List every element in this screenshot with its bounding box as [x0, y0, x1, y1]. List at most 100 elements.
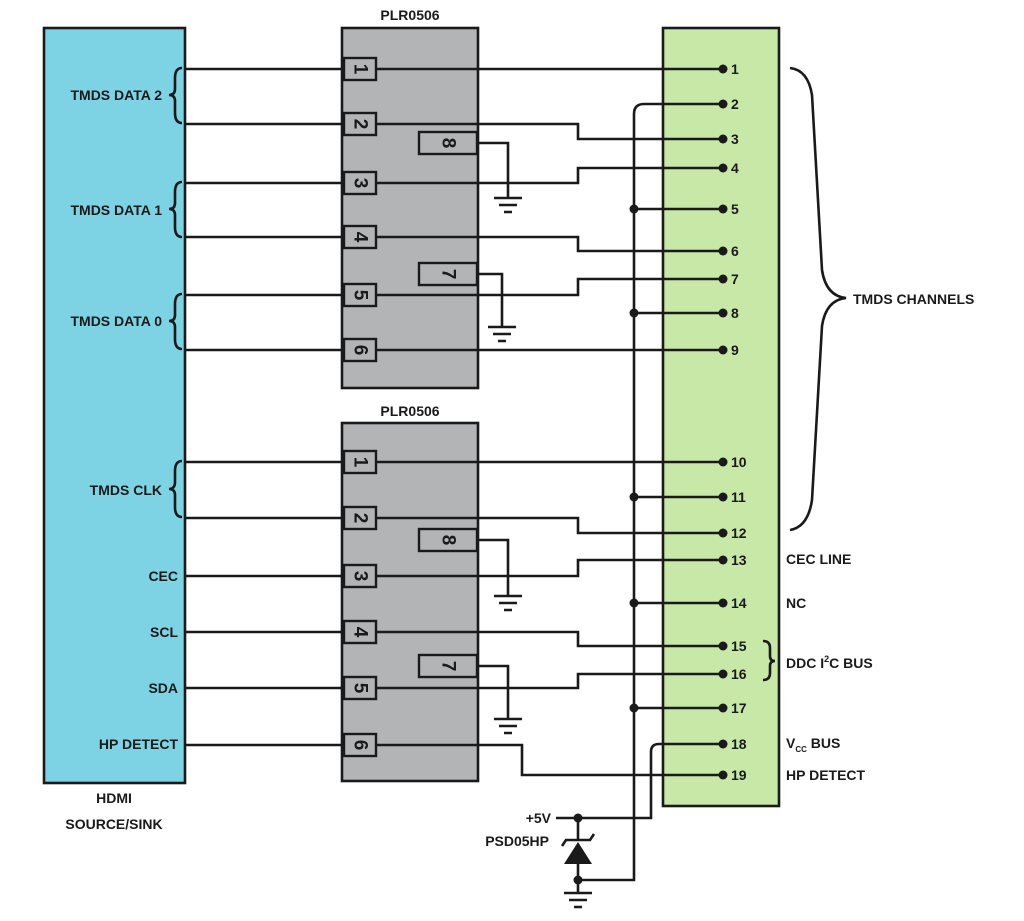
junction-dot	[629, 492, 639, 502]
connector-pin-dot	[718, 274, 728, 284]
chip-pin-number: 4	[350, 627, 371, 638]
connector-pin-dot	[718, 555, 728, 565]
connector-pin-dot	[718, 528, 728, 538]
connector-pin-number: 17	[731, 700, 747, 716]
ground-symbol-diode	[564, 891, 592, 909]
connector-pin-number: 11	[731, 489, 746, 505]
connector-pin-number: 7	[731, 271, 739, 287]
junction-dot	[629, 204, 639, 214]
ddc-superscript: 2	[824, 654, 829, 664]
chip-inner-pin-number: 8	[438, 138, 459, 149]
vcc-prefix: V	[786, 735, 796, 751]
signal-label-sda: SDA	[148, 680, 178, 696]
signal-label-hp-detect: HP DETECT	[99, 736, 179, 752]
ddc-suffix: C BUS	[829, 655, 873, 671]
ground-symbol-chip1-pin7	[488, 325, 516, 343]
connector-pin-dot	[718, 770, 728, 780]
hdmi-label: HDMI	[96, 790, 132, 806]
ddc-i2c-bus-label: DDC I2C BUS	[786, 654, 873, 671]
chip-pin-box	[342, 282, 378, 308]
shield-bus	[578, 102, 723, 882]
chip-inner-pin-box	[417, 130, 479, 156]
connector-pin-dot	[718, 134, 728, 144]
connector-pin-dot	[718, 598, 728, 608]
chip2-body	[340, 421, 480, 783]
supply-voltage-label: +5V	[526, 810, 552, 826]
chip-pin-number: 3	[350, 571, 371, 582]
chip-pin-number: 5	[350, 683, 371, 694]
connector-pin-dot	[718, 64, 728, 74]
connector-pin-number: 14	[731, 595, 747, 611]
vcc-bus-label: VCC BUS	[786, 735, 840, 754]
chip2-pin7-wire	[478, 664, 510, 719]
connector-pin-number: 2	[731, 96, 739, 112]
hp-detect-right-label: HP DETECT	[786, 767, 866, 783]
tvs-diode-bar	[560, 833, 596, 847]
connector-pin-number: 10	[731, 454, 747, 470]
wire-cec	[185, 558, 723, 578]
ddc-prefix: DDC I	[786, 655, 824, 671]
junction-dot	[629, 598, 639, 608]
chip2-title: PLR0506	[380, 403, 439, 419]
brace-ddc-bus	[762, 639, 776, 682]
chip-pin-box	[342, 224, 378, 250]
chip-pin-number: 2	[350, 513, 371, 524]
connector-pin-dot	[718, 703, 728, 713]
brace-tmds-data-2	[168, 66, 183, 125]
connector-pin-number: 5	[731, 201, 739, 217]
chip-inner-pin-box	[417, 527, 479, 553]
signal-label-cec: CEC	[148, 568, 178, 584]
chip1-body	[340, 26, 480, 390]
vcc-subscript: CC	[795, 745, 807, 754]
connector-pin-number: 16	[731, 666, 747, 682]
chip-inner-pin-box	[417, 261, 479, 287]
chip-pin-box	[342, 337, 378, 363]
chip2-pin8-wire	[478, 538, 510, 596]
chip-pin-number: 6	[350, 345, 371, 356]
connector-pin-dot	[718, 669, 728, 679]
group-label-tmds-clk: TMDS CLK	[90, 482, 162, 498]
chip1-title: PLR0506	[380, 7, 439, 23]
ground-symbol-chip2-pin8	[494, 594, 522, 612]
junction-dot	[629, 308, 639, 318]
connector-pin-number: 1	[731, 61, 739, 77]
source-sink-label: SOURCE/SINK	[65, 816, 162, 832]
brace-tmds-data-1	[168, 180, 183, 239]
hdmi-source-sink-block	[42, 26, 187, 785]
tvs-diode-symbol	[564, 842, 592, 864]
signal-label-scl: SCL	[150, 624, 178, 640]
chip-pin-number: 5	[350, 290, 371, 301]
connector-pin-number: 8	[731, 305, 739, 321]
connector-pin-number: 9	[731, 342, 739, 358]
connector-pin-dot	[718, 457, 728, 467]
connector-pin-number: 19	[731, 767, 747, 783]
group-label-tmds-data-0: TMDS DATA 0	[70, 313, 162, 329]
connector-pin-dot	[718, 641, 728, 651]
tmds-channels-label: TMDS CHANNELS	[853, 291, 974, 307]
chip1-pin8-wire	[478, 141, 510, 198]
connector-pin-dot	[718, 163, 728, 173]
connector-pin-dot	[718, 345, 728, 355]
wire-tmds-clk-minus	[185, 516, 723, 535]
chip-pin-number: 3	[350, 178, 371, 189]
connector-pin-number: 12	[731, 525, 747, 541]
connector-pin-dot	[718, 739, 728, 749]
connector-pin-number: 15	[731, 638, 747, 654]
wire-tmds-d2-minus	[185, 122, 723, 141]
chip-inner-pin-number: 7	[438, 269, 459, 280]
chip-pin-number: 2	[350, 119, 371, 130]
ground-symbol-chip1-pin8	[494, 196, 522, 214]
chip2-pins: 1 2 3 4 5 6 8 7	[342, 449, 479, 758]
chip-pin-number: 1	[350, 457, 371, 468]
wire-scl	[185, 630, 723, 648]
chip-pin-box	[342, 675, 378, 701]
connector-pin-dot	[718, 492, 728, 502]
connector-pin-number: 6	[731, 243, 739, 259]
connector-pin-number: 3	[731, 131, 739, 147]
chip-inner-pin-number: 8	[438, 535, 459, 546]
chip-pin-box	[342, 449, 378, 475]
connector-pin-number: 13	[731, 552, 747, 568]
brace-tmds-channels	[789, 66, 847, 532]
chip-inner-pin-number: 7	[438, 661, 459, 672]
